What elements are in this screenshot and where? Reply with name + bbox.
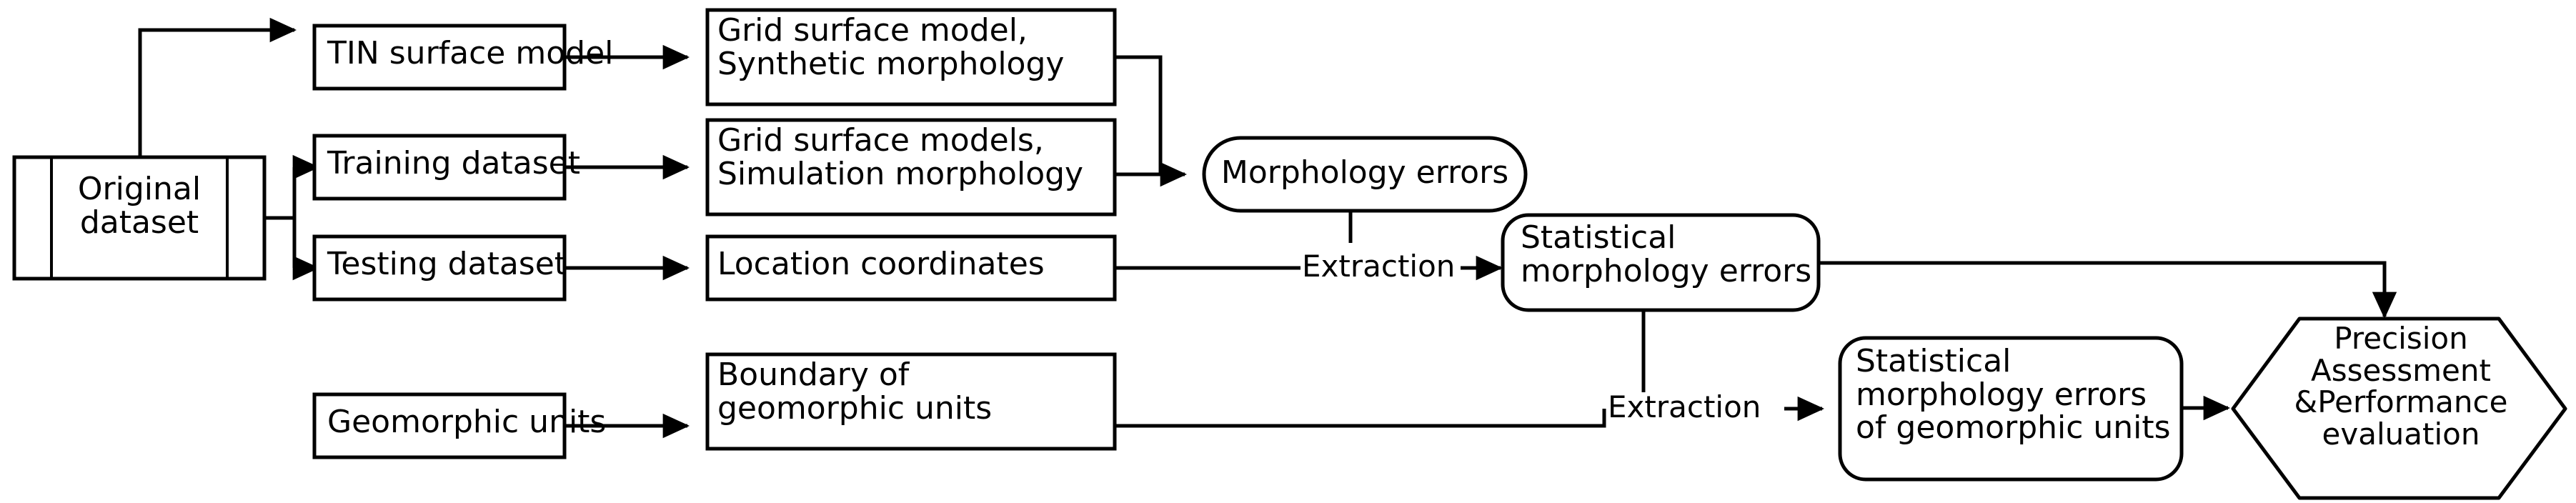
edge-original-to-tin xyxy=(138,17,297,157)
node-original-dataset[interactable] xyxy=(12,155,267,281)
node-tin-surface-model[interactable] xyxy=(312,24,567,91)
node-boundary-of-geomorphic-units[interactable] xyxy=(705,352,1117,451)
node-grid-surface-model-synthetic[interactable] xyxy=(705,8,1117,106)
node-morphology-errors[interactable] xyxy=(1202,136,1528,213)
node-training-dataset[interactable] xyxy=(312,134,567,201)
edge-statistical-to-precision xyxy=(1819,261,2397,319)
edge-grid-synthetic-to-morphology-errors xyxy=(1115,55,1188,187)
node-statistical-morphology-errors-of-geomorphic-units[interactable] xyxy=(1838,336,2184,482)
node-location-coordinates[interactable] xyxy=(705,234,1117,302)
node-testing-dataset[interactable] xyxy=(312,234,567,302)
node-statistical-morphology-errors[interactable] xyxy=(1501,213,1821,312)
edge-label-extraction-bottom: Extraction xyxy=(1608,389,1761,424)
node-grid-surface-models-simulation[interactable] xyxy=(705,118,1117,216)
node-geomorphic-units[interactable] xyxy=(312,392,567,459)
node-precision-assessment[interactable] xyxy=(2231,317,2567,500)
edge-boundary-to-statistical-geomorphic xyxy=(1115,409,1606,428)
edge-label-extraction-top: Extraction xyxy=(1302,249,1456,284)
